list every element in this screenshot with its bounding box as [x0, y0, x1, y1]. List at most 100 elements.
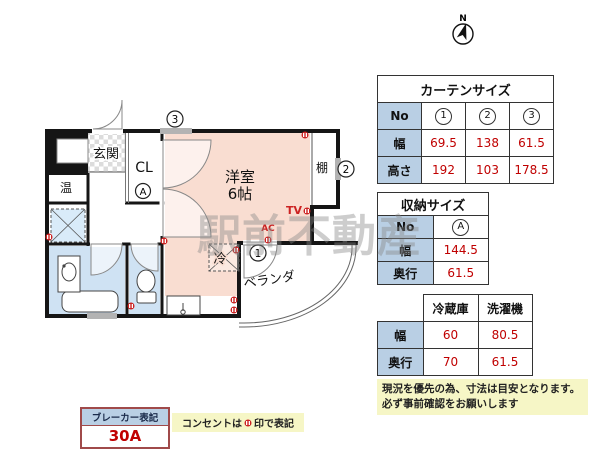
washer-drain — [180, 309, 186, 315]
curtain-height-2: 103 — [465, 156, 510, 184]
wash-basin — [61, 262, 77, 282]
main-room-size-label: 6帖 — [228, 185, 253, 203]
outlet-icon — [230, 296, 238, 304]
outlet-icon — [303, 207, 311, 215]
curtain-col-3: 3 — [509, 102, 554, 130]
storage-size-table: 収納サイズ No A 幅 144.5 奥行 61.5 — [377, 192, 489, 285]
marker-a-circle — [134, 182, 152, 200]
curtain-width-label: 幅 — [377, 129, 422, 157]
main-door-arc-upper — [162, 139, 212, 189]
table-row: 幅 60 80.5 — [377, 321, 533, 349]
outlet-icon — [127, 302, 135, 310]
breaker-info-box: ブレーカー表記 30A — [80, 407, 170, 449]
bathtub — [61, 290, 119, 313]
table-row: カーテンサイズ — [377, 75, 554, 103]
toilet-door-arc — [130, 243, 159, 272]
curtain-width-3: 61.5 — [509, 129, 554, 157]
outlet-note-post: 印で表記 — [254, 419, 294, 430]
outlet-icon — [232, 246, 240, 254]
fridge-depth-value: 70 — [422, 348, 479, 376]
curtain-markers: 1 2 3 A — [134, 110, 355, 262]
curtain-col-2: 2 — [465, 102, 510, 130]
pipe-space-x — [50, 208, 86, 243]
curtain-table-title: カーテンサイズ — [377, 75, 554, 103]
storage-width-value: 144.5 — [432, 238, 489, 262]
table-row: 収納サイズ — [377, 192, 489, 216]
washer-column-header: 洗濯機 — [477, 294, 533, 322]
fridge-label: 冷 — [213, 252, 226, 267]
outlet-icon — [230, 306, 238, 314]
storage-depth-label: 奥行 — [377, 261, 434, 285]
table-row: 高さ 192 103 178.5 — [377, 156, 554, 184]
water-heater-label: 温 — [60, 181, 72, 195]
curtain-col-1: 1 — [421, 102, 466, 130]
curtain-height-3: 178.5 — [509, 156, 554, 184]
entrance-label: 玄関 — [93, 147, 119, 162]
caution-note: 現況を優先の為、寸法は目安となります。 必ず事前確認をお願いします — [377, 379, 588, 416]
marker-1-circle — [249, 244, 267, 262]
shelf-label: 棚 — [316, 160, 328, 175]
storage-table-title: 収納サイズ — [377, 192, 489, 216]
compass-north-label: N — [459, 14, 467, 24]
curtain-no-header: No — [377, 102, 422, 130]
washer-width-value: 80.5 — [477, 321, 533, 349]
table-row: 幅 144.5 — [377, 238, 489, 262]
curtain-size-table: カーテンサイズ No 1 2 3 幅 69.5 138 61.5 高さ 192 … — [377, 75, 554, 184]
inner-walls — [45, 131, 165, 318]
veranda-inner-edge — [239, 244, 353, 324]
closet-door-lines — [125, 133, 129, 203]
closet-label: CL — [135, 160, 153, 176]
storage-depth-value: 61.5 — [432, 261, 489, 285]
outlet-icon — [244, 419, 252, 426]
table-row: 奥行 61.5 — [377, 261, 489, 285]
outlet-icon — [301, 131, 309, 139]
outlet-icon — [45, 233, 53, 241]
entrance-door-arc — [92, 99, 123, 130]
main-room-label: 洋室 — [225, 168, 255, 186]
outlet-icon — [264, 236, 272, 244]
compass-needle-icon — [456, 23, 467, 41]
tv-label: TV — [286, 204, 303, 217]
circled-3: 3 — [523, 107, 540, 125]
circled-a: A — [452, 218, 470, 236]
bathroom-door-arc — [90, 243, 123, 276]
washer-depth-value: 61.5 — [477, 348, 533, 376]
table-row: 奥行 70 61.5 — [377, 348, 533, 376]
appliance-depth-label: 奥行 — [377, 348, 424, 376]
ac-label: AC — [261, 224, 275, 234]
marker-3: 3 — [172, 114, 179, 126]
appliance-blank-cell — [378, 295, 424, 322]
basin-faucet — [62, 264, 66, 268]
marker-2: 2 — [343, 164, 350, 176]
fridge-column-header: 冷蔵庫 — [422, 294, 479, 322]
marker-1: 1 — [255, 248, 262, 260]
appliance-size-table: 冷蔵庫 洗濯機 幅 60 80.5 奥行 70 61.5 — [377, 294, 533, 376]
curtain-width-2: 138 — [465, 129, 510, 157]
caution-line-2: 必ず事前確認をお願いします — [382, 398, 519, 411]
main-room-floor — [165, 133, 310, 296]
storage-col-a: A — [432, 215, 489, 239]
door-arcs — [90, 99, 278, 279]
appliance-width-label: 幅 — [377, 321, 424, 349]
table-row: No A — [377, 215, 489, 239]
marker-a: A — [140, 187, 147, 198]
breaker-label: ブレーカー表記 — [82, 409, 168, 426]
breaker-value: 30A — [108, 427, 142, 445]
caution-line-1: 現況を優先の為、寸法は目安となります。 — [382, 383, 581, 395]
fridge-width-value: 60 — [422, 321, 479, 349]
circled-2: 2 — [479, 107, 496, 125]
compass: N — [452, 14, 474, 45]
veranda-outer-edge — [239, 244, 357, 328]
storage-no-header: No — [377, 215, 434, 239]
outlet-note-pre: コンセントは — [182, 419, 242, 430]
storage-width-label: 幅 — [377, 238, 434, 262]
outlet-legend-note: コンセントは 印で表記 — [172, 413, 304, 432]
shoe-cabinet — [56, 138, 89, 164]
toilet-tank — [136, 291, 157, 304]
table-row: No 1 2 3 — [377, 102, 554, 130]
curtain-height-label: 高さ — [377, 156, 422, 184]
main-door-arc-lower — [162, 188, 212, 238]
toilet-bowl — [136, 269, 156, 293]
